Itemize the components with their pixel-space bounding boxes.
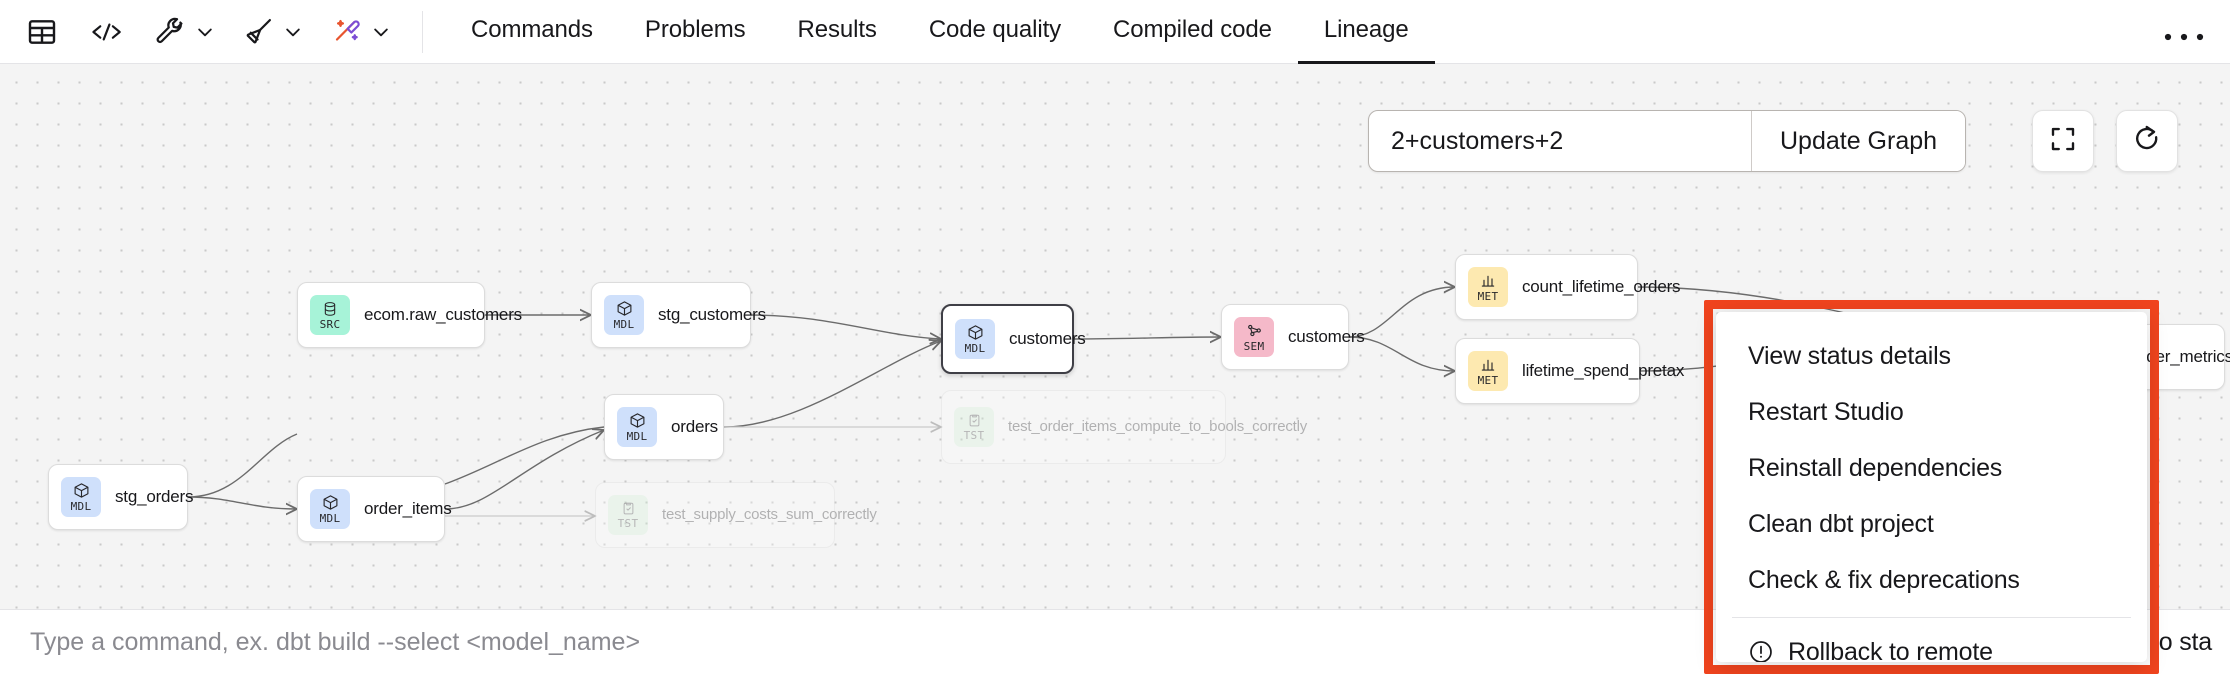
badge-text: MDL — [964, 342, 986, 355]
wrench-icon[interactable] — [150, 10, 190, 54]
sem-badge-icon: SEM — [1234, 317, 1274, 357]
update-graph-button[interactable]: Update Graph — [1751, 111, 1966, 171]
mdl-badge-icon: MDL — [604, 295, 644, 335]
fullscreen-icon — [2048, 124, 2078, 159]
menu-item-check-fix-deprecations[interactable]: Check & fix deprecations — [1716, 552, 2147, 608]
ellipsis-icon — [2162, 26, 2206, 43]
command-input[interactable] — [0, 627, 1994, 657]
mdl-badge-icon: MDL — [617, 407, 657, 447]
tab-label: Compiled code — [1113, 16, 1272, 43]
toolbar-divider — [422, 10, 423, 53]
node-label: orders — [671, 417, 718, 437]
tst-badge-icon: TST — [954, 407, 994, 447]
code-icon[interactable] — [86, 10, 126, 54]
node-label: test_supply_costs_sum_correctly — [662, 505, 877, 523]
mdl-badge-icon: MDL — [310, 489, 350, 529]
menu-item-clean-dbt-project[interactable]: Clean dbt project — [1716, 496, 2147, 552]
clean-menu-group[interactable] — [238, 10, 308, 54]
badge-text: SRC — [319, 317, 341, 331]
lineage-node-test-supply-costs[interactable]: TST test_supply_costs_sum_correctly — [595, 482, 877, 548]
node-label: customers — [1009, 329, 1086, 349]
lineage-node-count-lifetime-orders[interactable]: MET count_lifetime_orders — [1455, 254, 1681, 320]
met-badge-icon: MET — [1468, 267, 1508, 307]
table-icon[interactable] — [22, 10, 62, 54]
lineage-node-orders[interactable]: MDL orders — [604, 394, 724, 460]
menu-item-label: Rollback to remote — [1788, 637, 1993, 663]
tab-results[interactable]: Results — [772, 0, 903, 64]
badge-text: MDL — [613, 318, 635, 331]
refresh-icon — [2132, 124, 2162, 159]
studio-actions-menu: View status details Restart Studio Reins… — [1716, 312, 2147, 662]
lineage-node-stg-customers[interactable]: MDL stg_customers — [591, 282, 766, 348]
tools-menu-group[interactable] — [150, 10, 220, 54]
menu-item-reinstall-dependencies[interactable]: Reinstall dependencies — [1716, 440, 2147, 496]
badge-text: MDL — [70, 500, 92, 513]
tab-lineage[interactable]: Lineage — [1297, 0, 1435, 64]
node-label: stg_orders — [115, 487, 194, 507]
menu-item-label: Restart Studio — [1748, 397, 1904, 426]
menu-item-label: View status details — [1748, 341, 1951, 370]
fullscreen-button[interactable] — [2032, 110, 2094, 172]
node-label: stg_customers — [658, 305, 766, 325]
chevron-down-icon[interactable] — [190, 10, 220, 54]
more-options-button[interactable] — [2156, 14, 2212, 54]
top-toolbar: Commands Problems Results Code quality C… — [0, 0, 2230, 64]
update-graph-label: Update Graph — [1780, 126, 1938, 155]
tab-label: Lineage — [1323, 16, 1409, 43]
menu-highlight-outline — [1704, 300, 2159, 674]
lineage-node-order-items[interactable]: MDL order_items — [297, 476, 452, 542]
tab-code-quality[interactable]: Code quality — [903, 0, 1087, 64]
menu-item-label: Clean dbt project — [1748, 509, 1934, 538]
refresh-button[interactable] — [2116, 110, 2178, 172]
tab-bar: Commands Problems Results Code quality C… — [445, 0, 1435, 64]
lineage-search-input[interactable] — [1369, 111, 1751, 171]
src-badge-icon: SRC — [310, 295, 350, 335]
broom-icon[interactable] — [238, 10, 278, 54]
tab-commands[interactable]: Commands — [445, 0, 619, 64]
node-label: test_order_items_compute_to_bools_correc… — [1008, 417, 1308, 435]
mdl-badge-icon: MDL — [61, 477, 101, 517]
toolbar-icon-group — [0, 0, 396, 64]
badge-text: MET — [1477, 289, 1499, 303]
tab-compiled-code[interactable]: Compiled code — [1087, 0, 1298, 64]
met-badge-icon: MET — [1468, 351, 1508, 391]
lineage-node-ecom-raw-customers[interactable]: SRC ecom.raw_customers — [297, 282, 522, 348]
badge-text: MDL — [319, 512, 341, 525]
node-label: lifetime_spend_pretax — [1522, 361, 1685, 381]
tst-badge-icon: TST — [608, 495, 648, 535]
node-label: order_items — [364, 499, 452, 519]
tab-problems[interactable]: Problems — [619, 0, 772, 64]
ai-assist-menu-group[interactable] — [326, 10, 396, 54]
menu-item-rollback-to-remote[interactable]: Rollback to remote — [1716, 624, 2147, 662]
menu-item-label: Check & fix deprecations — [1748, 565, 2020, 594]
tab-label: Results — [797, 16, 877, 43]
chevron-down-icon[interactable] — [278, 10, 308, 54]
badge-text: SEM — [1243, 340, 1265, 353]
menu-item-label: Reinstall dependencies — [1748, 453, 2003, 482]
menu-item-view-status-details[interactable]: View status details — [1716, 328, 2147, 384]
lineage-node-stg-orders[interactable]: MDL stg_orders — [48, 464, 194, 530]
tab-label: Code quality — [928, 16, 1062, 43]
warning-circle-icon — [1748, 639, 1774, 662]
lineage-node-lifetime-spend-pretax[interactable]: MET lifetime_spend_pretax — [1455, 338, 1684, 404]
menu-item-restart-studio[interactable]: Restart Studio — [1716, 384, 2147, 440]
node-label: count_lifetime_orders — [1522, 277, 1681, 297]
lineage-node-test-order-items[interactable]: TST test_order_items_compute_to_bools_co… — [941, 390, 1308, 464]
lineage-node-customers-model[interactable]: MDL customers — [941, 304, 1086, 374]
lineage-node-customers-semantic[interactable]: SEM customers — [1221, 304, 1365, 370]
menu-separator — [1732, 617, 2131, 618]
lineage-search-group: Update Graph — [1368, 110, 1967, 172]
tab-label: Commands — [471, 16, 593, 43]
badge-text: MET — [1477, 373, 1499, 387]
badge-text: TST — [617, 517, 639, 530]
badge-text: TST — [963, 429, 985, 442]
badge-text: MDL — [626, 430, 648, 443]
node-label: ecom.raw_customers — [364, 305, 522, 325]
chevron-down-icon[interactable] — [366, 10, 396, 54]
node-label: customers — [1288, 327, 1365, 347]
mdl-badge-icon: MDL — [955, 319, 995, 359]
tab-label: Problems — [644, 16, 746, 43]
magic-wand-icon[interactable] — [326, 10, 366, 54]
